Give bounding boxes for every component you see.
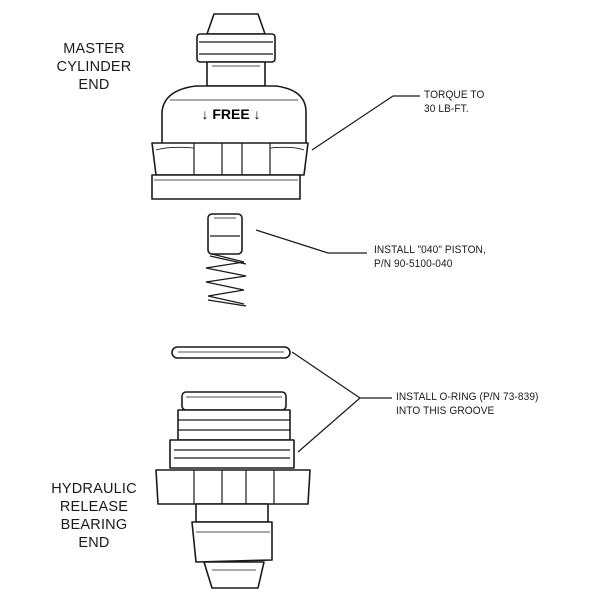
groove-collar (169, 439, 295, 469)
oring-leader-2 (297, 397, 361, 453)
oring-callout: INSTALL O-RING (P/N 73-839) INTO THIS GR… (396, 391, 539, 417)
master-cylinder-label: MASTER CYLINDER END (56, 41, 132, 93)
oring-leader-1 (291, 351, 392, 399)
lower-flare-tip (203, 561, 265, 589)
master-cylinder-fitting (151, 13, 309, 200)
piston-leader (255, 229, 367, 254)
spring (205, 253, 247, 305)
o-ring (171, 346, 291, 359)
lower-thread (191, 521, 273, 563)
lower-hex (155, 469, 311, 505)
hydraulic-fitting (155, 391, 311, 589)
flare-tip (206, 13, 266, 35)
piston (207, 213, 243, 255)
upper-thread (196, 33, 276, 63)
piston-callout: INSTALL "040" PISTON, P/N 90-5100-040 (374, 244, 486, 270)
dome-body (161, 85, 307, 146)
torque-leader (311, 95, 420, 151)
hydraulic-release-label: HYDRAULIC RELEASE BEARING END (51, 481, 137, 551)
piston-assembly (205, 213, 247, 307)
torque-callout: TORQUE TO 30 LB-FT. (424, 89, 485, 115)
free-marking: ↓ FREE ↓ (201, 106, 261, 122)
hex-nut (151, 142, 309, 176)
top-thread (181, 391, 287, 411)
thread-body (177, 409, 291, 441)
bottom-skirt (151, 174, 301, 200)
lower-neck (195, 503, 269, 523)
